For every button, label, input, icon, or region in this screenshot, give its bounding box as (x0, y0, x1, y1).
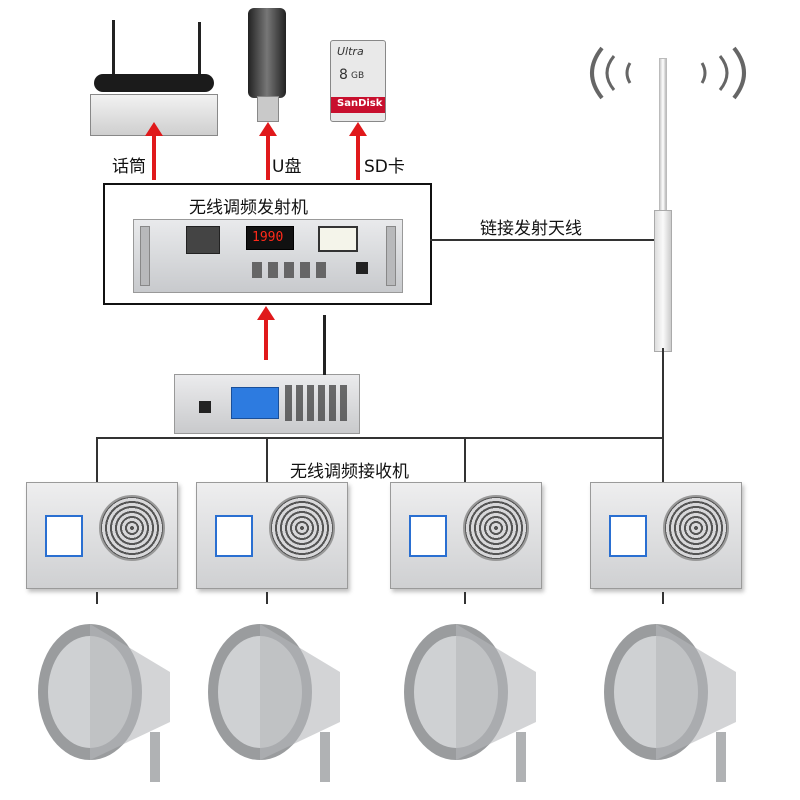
speaker-link-1 (96, 592, 98, 604)
horn-speaker-2 (208, 624, 340, 782)
fan-icon (269, 495, 335, 561)
rack-handle-left (140, 226, 150, 286)
arrow-usb (266, 134, 270, 180)
arrow-mic (152, 134, 156, 180)
mp3-module (186, 226, 220, 254)
arrow-controller-head (257, 306, 275, 320)
wire-drop-2 (266, 437, 268, 482)
antenna-right (198, 22, 201, 78)
microphone-handheld (94, 74, 214, 92)
wire-drop-4 (662, 437, 664, 482)
receiver-sticker (609, 515, 647, 557)
controller-keypad (285, 385, 347, 421)
speaker-link-3 (464, 592, 466, 604)
transmitter-frame: 无线调频发射机 1990 (103, 183, 432, 305)
speaker-link-2 (266, 592, 268, 604)
frequency-display: 1990 (246, 226, 294, 250)
transmitter-title: 无线调频发射机 (189, 198, 308, 218)
antenna-left (112, 20, 115, 78)
usb-drive (248, 8, 286, 122)
speaker-link-4 (662, 592, 664, 604)
rack-handle-right (386, 226, 396, 286)
arrow-sd-head (349, 122, 367, 136)
label-usb: U盘 (272, 157, 302, 177)
label-receivers: 无线调频接收机 (290, 462, 409, 482)
receiver-4 (590, 482, 742, 589)
arrow-usb-head (259, 122, 277, 136)
wire-transmitter-antenna (430, 239, 664, 241)
power-switch (356, 262, 368, 274)
label-mic: 话筒 (112, 157, 146, 177)
wire-drop-1 (96, 437, 98, 482)
fan-icon (99, 495, 165, 561)
usb-body (248, 8, 286, 98)
label-sd: SD卡 (364, 157, 405, 177)
usb-connector (257, 96, 279, 122)
receiver-1 (26, 482, 178, 589)
sd-brand-strip: SanDisk (331, 97, 385, 113)
frequency-display-text: 1990 (252, 230, 284, 245)
controller-antenna (323, 315, 326, 375)
broadcast-controller (174, 315, 360, 434)
receiver-sticker (45, 515, 83, 557)
signal-meter (318, 226, 358, 252)
controller-power (199, 401, 211, 413)
label-antenna-link: 链接发射天线 (480, 219, 582, 239)
antenna-base (654, 210, 672, 352)
arrow-controller (264, 318, 268, 360)
wire-drop-3 (464, 437, 466, 482)
wire-antenna-down (662, 348, 664, 438)
microphone-receiver (88, 20, 218, 136)
receiver-3 (390, 482, 542, 589)
receiver-2 (196, 482, 348, 589)
signal-waves-icon (590, 46, 746, 100)
sd-brand-text: SanDisk (337, 98, 383, 109)
sd-ultra-text: Ultra (337, 45, 364, 58)
arrow-mic-head (145, 122, 163, 136)
controller-screen (231, 387, 279, 419)
knob-row (252, 262, 332, 278)
wire-bus (96, 437, 664, 439)
sd-capacity-text: 8 (339, 67, 348, 83)
receiver-sticker (215, 515, 253, 557)
transmitter-unit: 1990 (133, 219, 403, 293)
horn-speaker-3 (404, 624, 536, 782)
horn-speaker-1 (38, 624, 170, 782)
receiver-sticker (409, 515, 447, 557)
sd-unit-text: GB (351, 71, 365, 81)
horn-speaker-4 (604, 624, 736, 782)
sd-card: Ultra 8 GB SanDisk (330, 40, 386, 122)
fan-icon (663, 495, 729, 561)
fan-icon (463, 495, 529, 561)
arrow-sd (356, 134, 360, 180)
